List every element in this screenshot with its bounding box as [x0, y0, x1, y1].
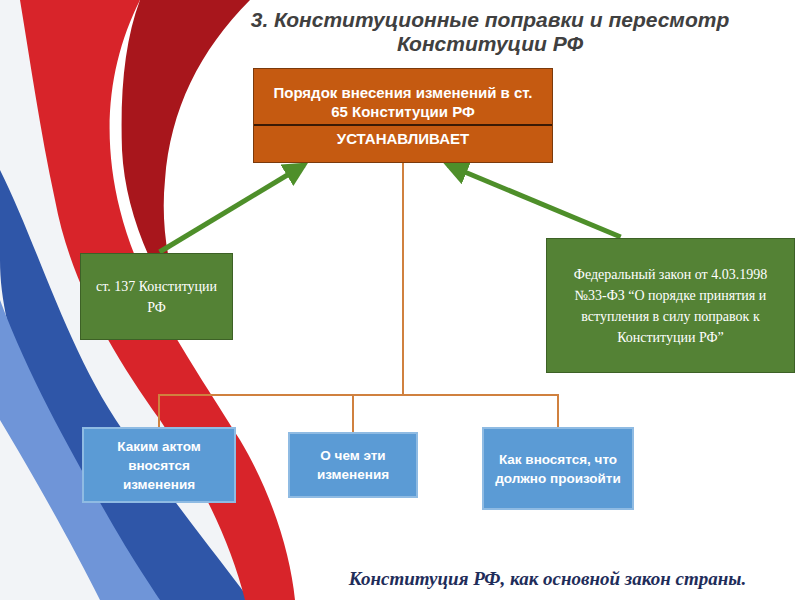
node-text: Порядок внесения изменений в ст. 65 Конс… — [254, 80, 552, 124]
topic-box: Каким актом вносятся изменения — [82, 427, 236, 503]
arrow — [160, 165, 304, 252]
slide-caption: Конституция РФ, как основной закон стран… — [300, 568, 795, 590]
process-box: Порядок внесения изменений в ст. 65 Конс… — [253, 68, 553, 163]
node-text: О чем эти изменения — [298, 446, 408, 484]
source-box: Федеральный закон от 4.03.1998 №33-ФЗ “О… — [546, 238, 795, 373]
node-text: ст. 137 Конституции РФ — [91, 276, 222, 318]
node-text: УСТАНАВЛИВАЕТ — [254, 124, 552, 151]
slide-title: 3. Конституционные поправки и пересмотр … — [250, 8, 730, 56]
source-box: ст. 137 Конституции РФ — [80, 253, 233, 340]
topic-box: Как вносятся, что должно произойти — [482, 427, 634, 510]
arrow — [448, 165, 621, 237]
node-text: Каким актом вносятся изменения — [92, 437, 226, 494]
tree-line — [403, 163, 558, 427]
tree-line — [353, 163, 403, 432]
node-text: Как вносятся, что должно произойти — [492, 450, 624, 488]
topic-box: О чем эти изменения — [288, 432, 418, 498]
node-text: Федеральный закон от 4.03.1998 №33-ФЗ “О… — [557, 264, 784, 348]
